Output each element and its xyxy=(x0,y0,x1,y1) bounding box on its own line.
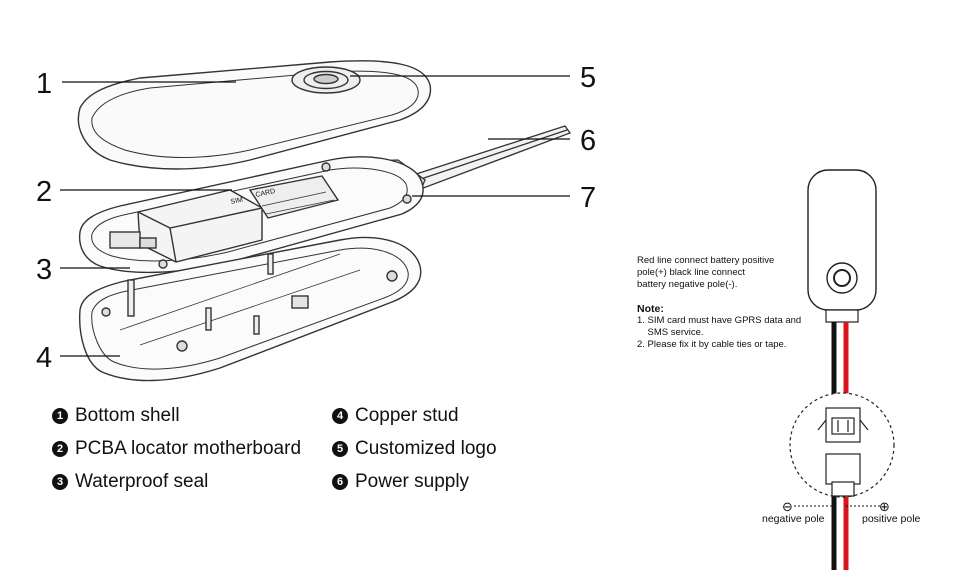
bottom-shell xyxy=(79,236,422,382)
legend-item-bottom-shell: 1 Bottom shell xyxy=(52,405,180,427)
callout-3: 3 xyxy=(36,254,52,286)
badge-1: 1 xyxy=(52,408,68,424)
sim-label: SIM xyxy=(230,196,244,205)
legend-label: Bottom shell xyxy=(75,405,180,426)
callout-4: 4 xyxy=(36,342,52,374)
legend-label: Waterproof seal xyxy=(75,471,209,492)
callout-1: 1 xyxy=(36,68,52,100)
badge-4: 4 xyxy=(332,408,348,424)
wiring-note: Red line connect battery positive pole(+… xyxy=(637,255,827,351)
connector-zoom-circle xyxy=(789,392,895,498)
callout-7: 7 xyxy=(580,182,596,214)
badge-5: 5 xyxy=(332,441,348,457)
wired-device xyxy=(807,169,877,323)
middle-frame xyxy=(78,156,424,274)
badge-6: 6 xyxy=(332,474,348,490)
card-label: CARD xyxy=(255,188,276,199)
callout-lines xyxy=(60,75,570,357)
legend-item-pcba: 2 PCBA locator motherboard xyxy=(52,438,301,460)
negative-pole-symbol: ⊖ xyxy=(782,500,793,515)
badge-3: 3 xyxy=(52,474,68,490)
wiring-line: Red line connect battery positive xyxy=(637,255,775,266)
wiring-line: battery negative pole(-). xyxy=(637,279,738,290)
callout-6: 6 xyxy=(580,125,596,157)
callout-2: 2 xyxy=(36,176,52,208)
note-title: Note: xyxy=(637,303,664,315)
badge-2: 2 xyxy=(52,441,68,457)
legend-item-power-supply: 6 Power supply xyxy=(332,471,469,493)
callout-5: 5 xyxy=(580,62,596,94)
note-line: SMS service. xyxy=(637,327,704,338)
top-cover xyxy=(77,60,432,170)
note-line: 1. SIM card must have GPRS data and xyxy=(637,315,802,326)
positive-pole-label: positive pole xyxy=(862,513,921,525)
legend-item-copper-stud: 4 Copper stud xyxy=(332,405,459,427)
legend-label: PCBA locator motherboard xyxy=(75,438,302,459)
legend-label: Copper stud xyxy=(355,405,459,426)
positive-pole-symbol: ⊕ xyxy=(879,500,890,515)
legend-item-customized-logo: 5 Customized logo xyxy=(332,438,497,460)
wire-connector xyxy=(817,407,869,497)
negative-pole-label: negative pole xyxy=(762,513,825,525)
legend-item-waterproof-seal: 3 Waterproof seal xyxy=(52,471,208,493)
legend-label: Customized logo xyxy=(355,438,497,459)
wiring-line: pole(+) black line connect xyxy=(637,267,745,278)
legend-label: Power supply xyxy=(355,471,470,492)
note-line: 2. Please fix it by cable ties or tape. xyxy=(637,339,787,350)
